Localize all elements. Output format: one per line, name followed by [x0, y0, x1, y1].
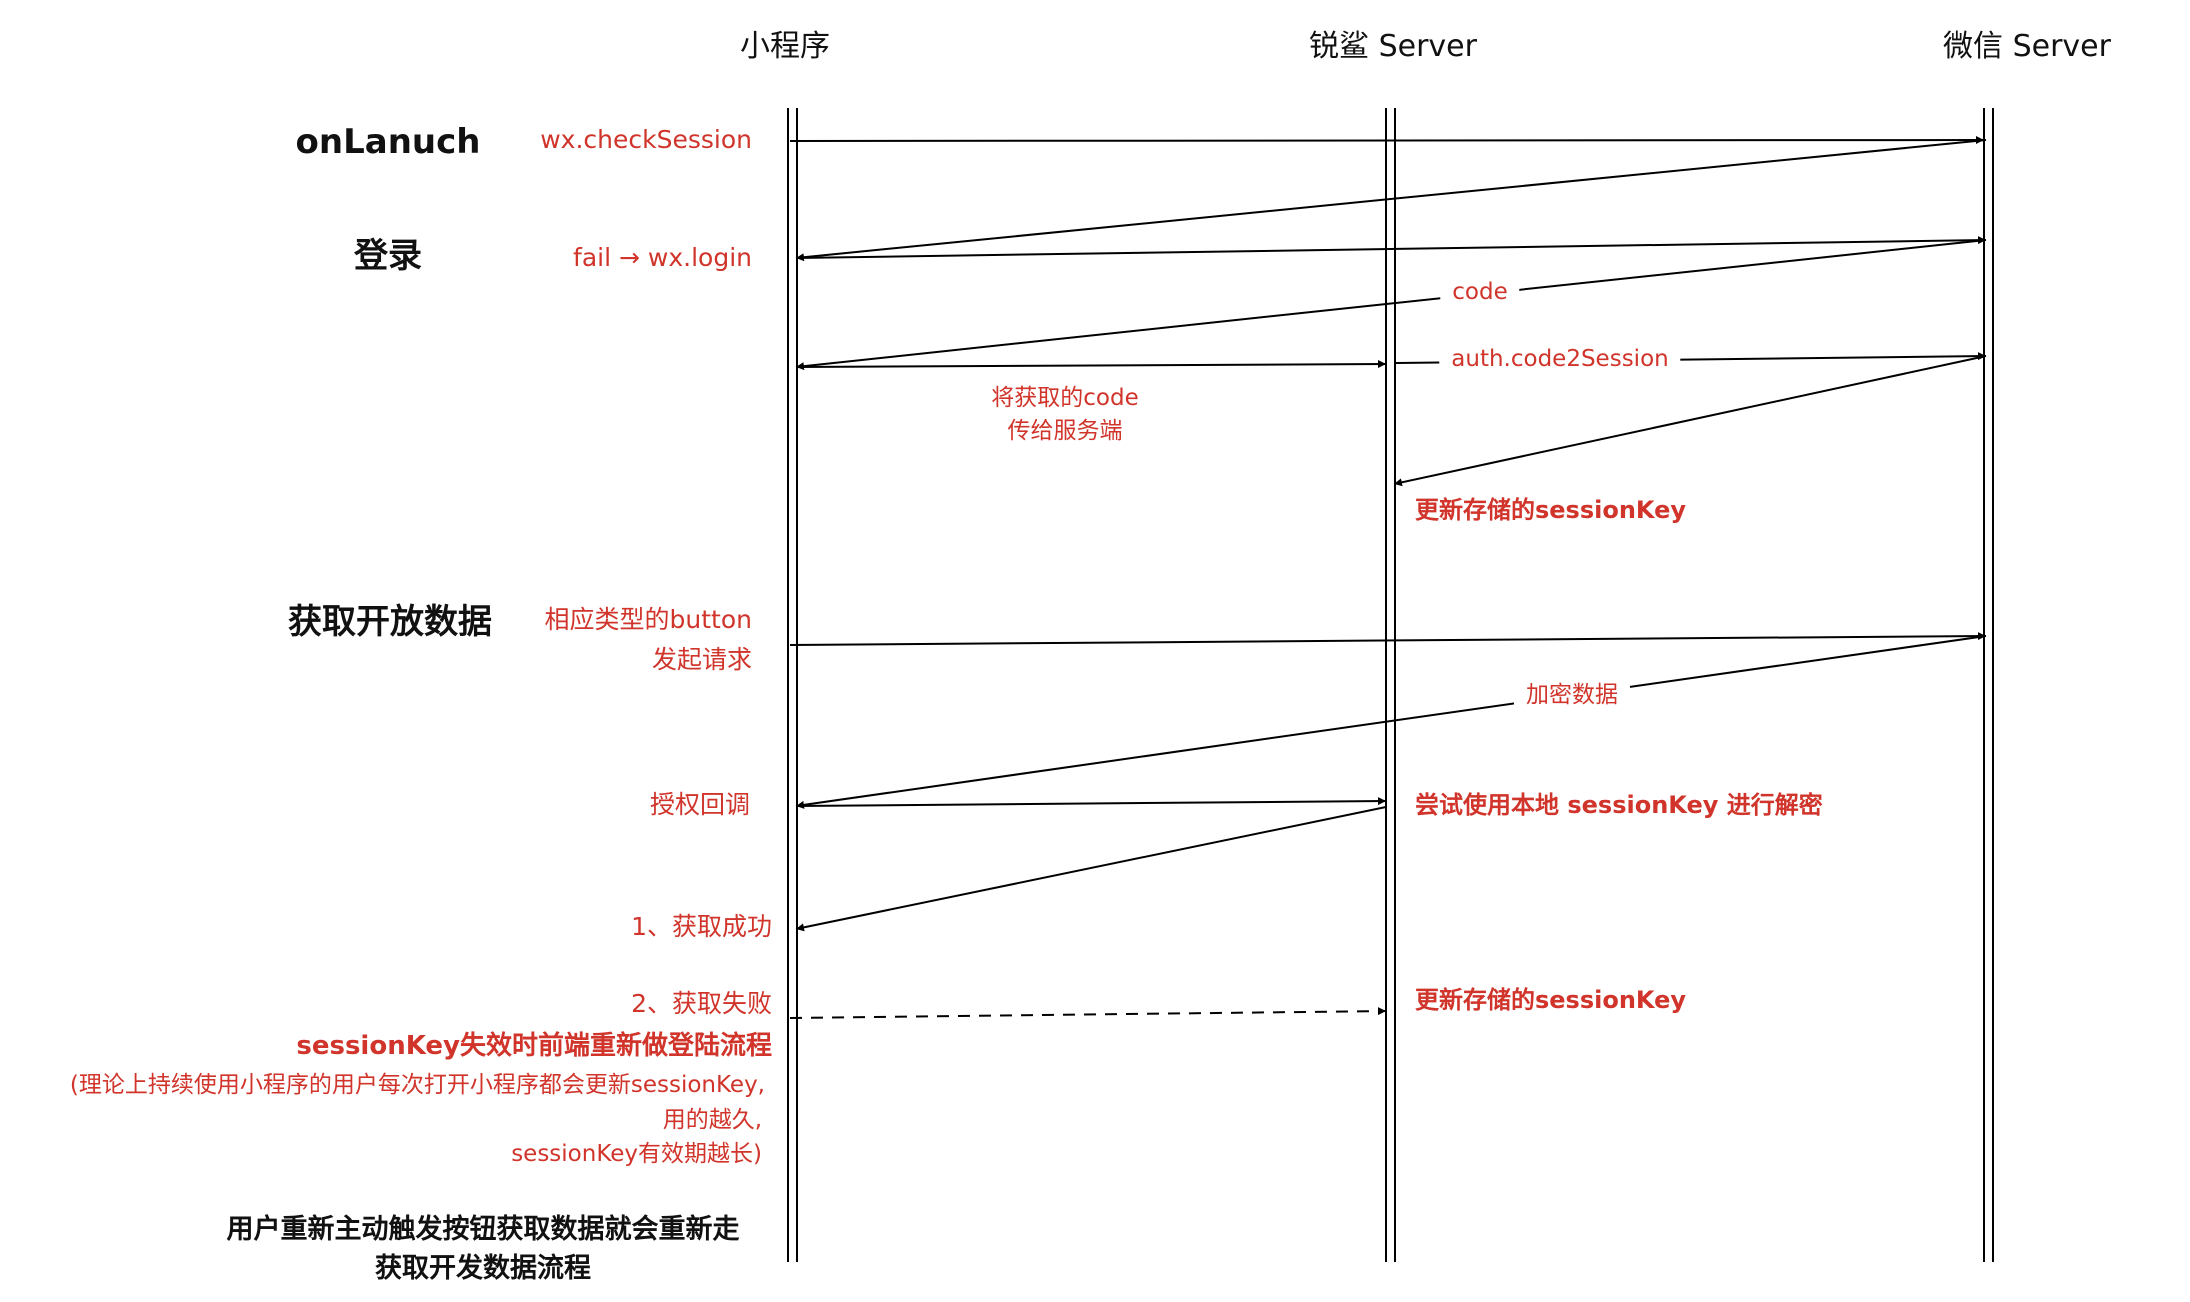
label-code2session: auth.code2Session	[1439, 345, 1681, 374]
arrow-check-session	[789, 136, 1985, 145]
label-button-request-line2: 发起请求	[651, 645, 752, 674]
label-code: code	[1440, 278, 1520, 307]
lane-header-miniprogram: 小程序	[740, 29, 830, 64]
footer-line1: 用户重新主动触发按钮获取数据就会重新走	[226, 1214, 740, 1245]
arrow-check-session-return	[795, 139, 1987, 262]
label-note-line1: (理论上持续使用小程序的用户每次打开小程序都会更新sessionKey,	[69, 1072, 765, 1098]
lifeline-miniprogram	[787, 108, 798, 1262]
lifeline-ruisha-server	[1385, 108, 1396, 1262]
section-onlaunch: onLanuch	[295, 122, 481, 162]
label-encrypted-data: 加密数据	[1514, 681, 1630, 710]
arrow-code-return	[795, 239, 1987, 371]
label-send-code-line2: 传给服务端	[1007, 418, 1123, 444]
label-update-session-key-1: 更新存储的sessionKey	[1415, 496, 1687, 524]
lifeline-wechat-server	[1983, 108, 1994, 1262]
label-send-code-line1: 将获取的code	[991, 385, 1139, 411]
label-update-session-key-2: 更新存储的sessionKey	[1415, 986, 1687, 1014]
label-note-line2: 用的越久,	[662, 1107, 762, 1133]
arrow-encrypted-data	[795, 635, 1987, 809]
arrow-wx-login	[795, 236, 1987, 259]
label-try-decrypt: 尝试使用本地 sessionKey 进行解密	[1415, 791, 1823, 819]
arrow-get-success	[795, 806, 1387, 932]
footer-line2: 获取开发数据流程	[375, 1253, 591, 1284]
section-open-data: 获取开放数据	[288, 602, 492, 642]
label-button-request-line1: 相应类型的button	[544, 605, 752, 634]
lane-header-ruisha-server: 锐鲨 Server	[1309, 29, 1477, 64]
section-login: 登录	[354, 236, 422, 276]
lane-header-wechat-server: 微信 Server	[1943, 29, 2111, 64]
label-relogin: sessionKey失效时前端重新做登陆流程	[296, 1031, 772, 1061]
label-get-success: 1、获取成功	[631, 912, 772, 941]
label-note-line3: sessionKey有效期越长)	[511, 1141, 762, 1167]
arrow-get-failure	[789, 1007, 1387, 1019]
label-fail-login: fail → wx.login	[573, 243, 752, 272]
arrow-send-code	[795, 360, 1387, 369]
arrow-button-request	[789, 632, 1987, 646]
label-auth-callback: 授权回调	[649, 790, 750, 819]
label-get-failure: 2、获取失败	[631, 989, 772, 1018]
label-check-session: wx.checkSession	[540, 125, 752, 154]
arrow-auth-callback	[795, 797, 1387, 807]
arrow-session-key-return	[1393, 355, 1987, 487]
